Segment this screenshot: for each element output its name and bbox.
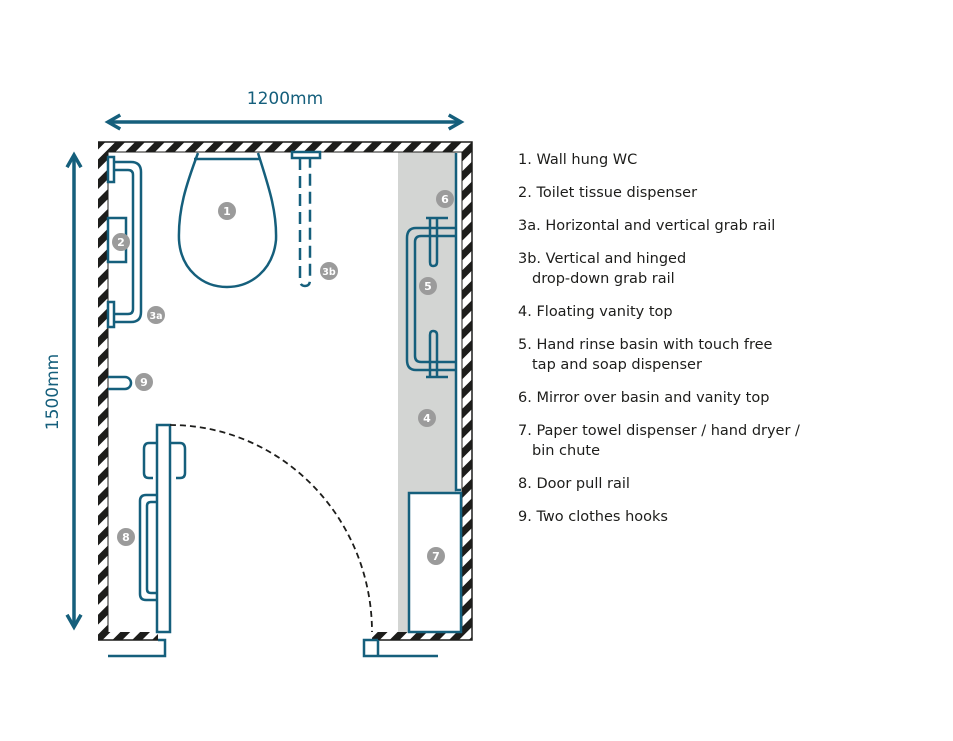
legend-text: 5. Hand rinse basin with touch free — [518, 337, 773, 353]
legend-item: 1. Wall hung WC — [518, 150, 938, 183]
door-pull-rail[interactable] — [138, 493, 157, 602]
height-label: 1500mm — [43, 354, 63, 430]
marker-2: 2 — [112, 233, 130, 251]
door-frame-right — [362, 638, 438, 658]
legend-text: 4. Floating vanity top — [518, 304, 673, 320]
legend-text: 7. Paper towel dispenser / hand dryer / — [518, 423, 800, 439]
legend-item: 7. Paper towel dispenser / hand dryer / b… — [518, 421, 938, 474]
svg-text:8: 8 — [122, 531, 130, 544]
marker-4: 4 — [418, 409, 436, 427]
legend-item: 2. Toilet tissue dispenser — [518, 183, 938, 216]
legend-text: 3a. Horizontal and vertical grab rail — [518, 218, 776, 234]
legend-text: drop-down grab rail — [532, 271, 675, 287]
legend-item: 6. Mirror over basin and vanity top — [518, 388, 938, 421]
marker-1: 1 — [218, 202, 236, 220]
drop-down-grab-rail — [290, 150, 322, 288]
legend-item: 9. Two clothes hooks — [518, 507, 938, 540]
legend-item: 3a. Horizontal and vertical grab rail — [518, 216, 938, 249]
legend-item: 3b. Vertical and hinged drop-down grab ra… — [518, 249, 938, 302]
width-label: 1200mm — [247, 89, 323, 109]
marker-6: 6 — [436, 190, 454, 208]
marker-3a: 3a — [147, 306, 165, 324]
svg-text:3b: 3b — [322, 267, 336, 278]
door[interactable] — [155, 423, 172, 634]
legend-text: bin chute — [532, 443, 600, 459]
svg-text:3a: 3a — [149, 311, 162, 322]
hand-rinse-basin — [405, 216, 455, 379]
horizontal-vertical-grab-rail — [106, 155, 143, 329]
legend-text: 6. Mirror over basin and vanity top — [518, 390, 770, 406]
svg-text:9: 9 — [140, 376, 148, 389]
marker-5: 5 — [419, 277, 437, 295]
svg-text:2: 2 — [117, 236, 125, 249]
legend-text: 9. Two clothes hooks — [518, 509, 668, 525]
legend: 1. Wall hung WC 2. Toilet tissue dispens… — [518, 150, 938, 540]
svg-text:7: 7 — [432, 550, 440, 563]
door-frame-left — [108, 638, 167, 658]
svg-text:6: 6 — [441, 193, 449, 206]
marker-7: 7 — [427, 547, 445, 565]
mirror — [454, 153, 461, 492]
legend-text: 1. Wall hung WC — [518, 152, 638, 168]
legend-text: tap and soap dispenser — [532, 357, 702, 373]
legend-item: 4. Floating vanity top — [518, 302, 938, 335]
wall-hung-wc — [177, 152, 278, 289]
marker-3b: 3b — [320, 262, 338, 280]
height-dimension: 1500mm — [43, 151, 83, 631]
svg-text:4: 4 — [423, 412, 431, 425]
svg-text:5: 5 — [424, 280, 432, 293]
walls — [98, 141, 473, 641]
legend-item: 5. Hand rinse basin with touch free tap a… — [518, 335, 938, 388]
door-swing-arc — [169, 424, 373, 633]
svg-text:1: 1 — [223, 205, 231, 218]
legend-text: 8. Door pull rail — [518, 476, 630, 492]
marker-9: 9 — [135, 373, 153, 391]
legend-item: 8. Door pull rail — [518, 474, 938, 507]
clothes-hooks — [108, 375, 133, 391]
marker-8: 8 — [117, 528, 135, 546]
door-handle[interactable] — [142, 441, 187, 480]
legend-text: 2. Toilet tissue dispenser — [518, 185, 698, 201]
width-dimension: 1200mm — [104, 89, 465, 131]
legend-text: 3b. Vertical and hinged — [518, 251, 687, 267]
